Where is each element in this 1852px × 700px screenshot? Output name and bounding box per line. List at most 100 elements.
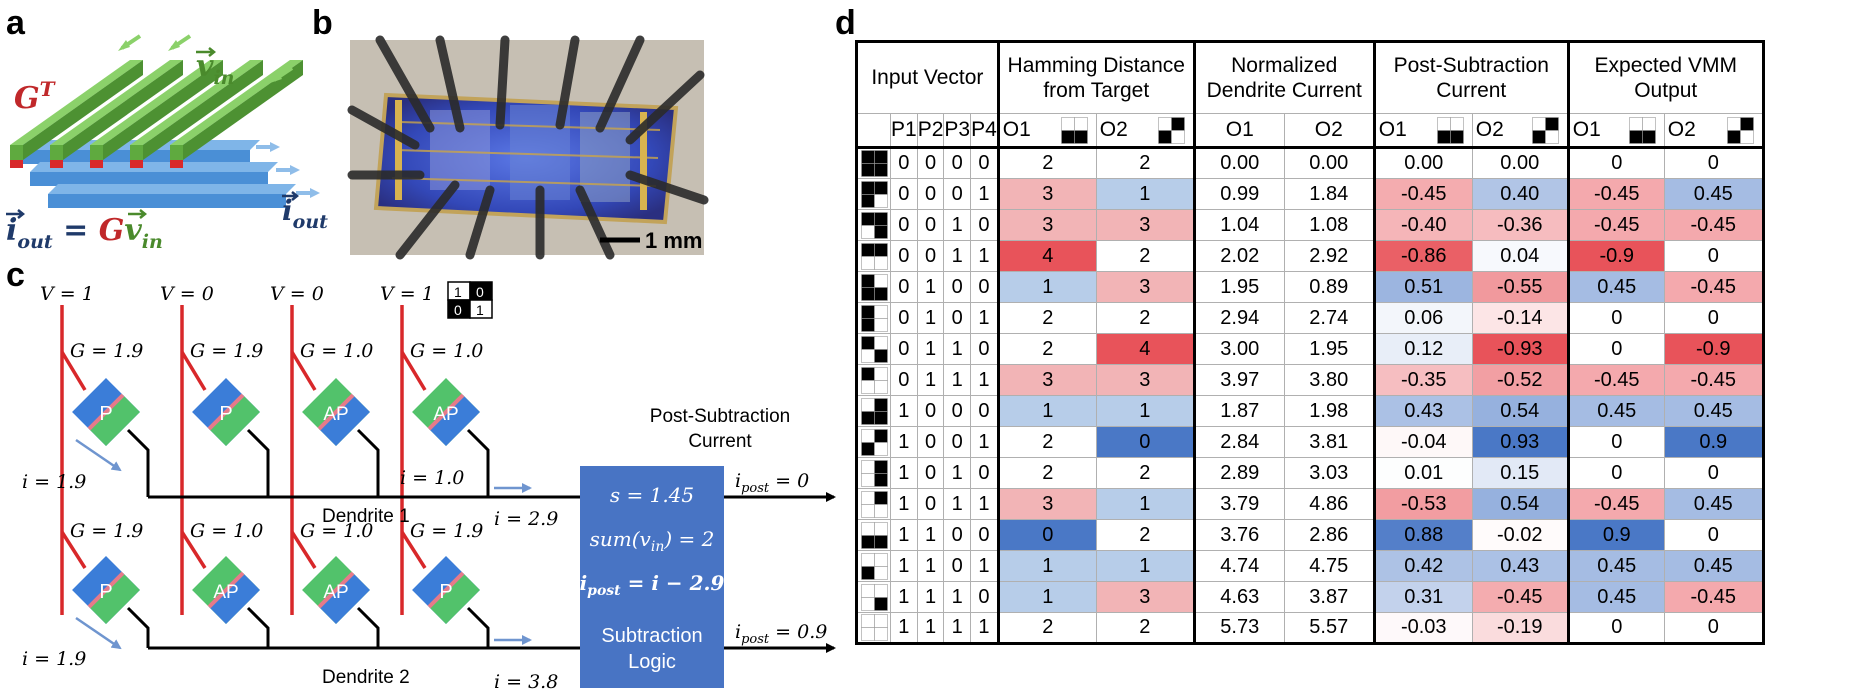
dendrite-current-o2: 4.75 [1283,550,1375,582]
dendrite-current-o2: 1.95 [1283,333,1375,365]
dendrite-current-o1: 1.04 [1192,209,1285,241]
vmm-output-o1: 0.45 [1566,395,1665,427]
input-pattern-icon [860,180,888,208]
device-label-r1c4: AP [433,404,458,425]
bit-p2: 1 [916,364,945,396]
input-pattern-icon [860,273,888,301]
post-subtraction-o1: 0.88 [1372,519,1473,551]
dendrite-current-o2: 1.84 [1283,178,1375,210]
bit-p3: 1 [943,581,972,613]
sub-header-o2: O2 [1283,113,1375,148]
vmm-output-o1: 0.45 [1566,271,1665,303]
bit-p3: 0 [943,426,972,458]
device-label-r1c3: AP [323,404,348,425]
hamming-o1: 1 [996,395,1097,427]
scale-bar-label: 1 mm [645,228,702,253]
panel-label-c: c [6,256,25,294]
hamming-o1: 1 [996,581,1097,613]
bit-p1: 1 [890,519,918,551]
table-row: 1 1 1 1 2 2 5.73 5.57 -0.03 -0.19 0 0 [855,612,1765,645]
post-subtraction-o1: 0.12 [1372,333,1473,365]
output-label-1: ipost = 0 [735,470,809,496]
i-label-mid-1: i = 1.0 [400,467,464,489]
dendrite-current-o2: 1.98 [1283,395,1375,427]
output-label-2: ipost = 0.9 [735,621,827,647]
bit-p2: 0 [916,178,945,210]
vmm-output-o1: 0 [1566,612,1665,645]
device-label-r2c4: P [439,581,452,603]
hamming-o2: 1 [1095,488,1195,520]
hamming-o1: 2 [996,612,1097,645]
input-pattern-icon [860,335,888,363]
bit-p2: 0 [916,488,945,520]
sub-header-o1: O1 [1378,118,1407,141]
input-pattern-icon [860,521,888,549]
current-arrows [75,438,532,650]
g-label-r1c2: G = 1.9 [190,340,263,362]
post-subtraction-o2: -0.14 [1471,302,1569,334]
input-pattern-icon [860,490,888,518]
dendrite-2-label: Dendrite 2 [322,667,410,688]
post-subtraction-o1: -0.35 [1372,364,1473,396]
input-bars [10,60,303,168]
post-subtraction-title-1: Post-Subtraction [650,406,790,427]
sub-header-o2: O2 [1667,118,1696,141]
device-label-r1c1: P [99,403,112,425]
device-label-r1c2: P [219,403,232,425]
bit-p3: 0 [943,271,972,303]
bit-p1: 0 [890,333,918,365]
bit-p3: 1 [943,333,972,365]
hamming-o1: 1 [996,550,1097,582]
vmm-output-o2: 0.45 [1663,395,1765,427]
bit-p1: 0 [890,209,918,241]
input-pattern-icon [860,428,888,456]
bit-p2: 1 [916,519,945,551]
input-pattern-icon [860,366,888,394]
header-hamming-distance: Hamming Distance from Target [996,40,1195,114]
vmm-output-o1: 0 [1566,457,1665,489]
v-label-1: V = 1 [40,283,94,305]
crossbar-illustration: GT vin iout iout = Gvin [6,34,328,253]
hamming-o2: 2 [1095,612,1195,645]
pixel-col-p2: P2 [916,113,945,148]
vin-vector-arrow [196,47,217,57]
table-row: 0 1 0 1 2 2 2.94 2.74 0.06 -0.14 0 0 [855,302,1765,334]
bit-p2: 1 [916,271,945,303]
bit-p1: 0 [890,178,918,210]
input-pattern-icon [860,397,888,425]
hamming-o2: 2 [1095,457,1195,489]
target-pattern-icon: 1 0 0 1 [447,281,493,319]
vmm-output-o1: 0 [1566,302,1665,334]
bit-p1: 1 [890,395,918,427]
vmm-output-o1: 0.45 [1566,550,1665,582]
post-subtraction-title-2: Current [688,431,752,452]
table-row: 0 0 0 1 3 1 0.99 1.84 -0.45 0.40 -0.45 0… [855,178,1765,210]
post-subtraction-o1: -0.53 [1372,488,1473,520]
bit-p4: 0 [970,333,999,365]
dendrite-current-o1: 3.79 [1192,488,1285,520]
dendrite-current-o1: 0.99 [1192,178,1285,210]
bit-p4: 1 [970,364,999,396]
post-subtraction-o2: -0.45 [1471,581,1569,613]
vmm-output-o1: 0 [1566,333,1665,365]
post-subtraction-o2: -0.02 [1471,519,1569,551]
bit-p4: 1 [970,302,999,334]
vmm-output-o1: -0.45 [1566,364,1665,396]
post-subtraction-o2: -0.19 [1471,612,1569,645]
hamming-o2: 0 [1095,426,1195,458]
hamming-o2: 3 [1095,209,1195,241]
device-r1c4 [412,378,480,446]
bit-p2: 0 [916,457,945,489]
output-bars [12,140,296,208]
bit-p1: 0 [890,240,918,272]
box-sum-label: sum(vin) = 2 [590,527,715,555]
vmm-output-o2: 0 [1663,240,1765,272]
o1-pattern-icon [1060,116,1088,144]
bit-p1: 0 [890,271,918,303]
table-row: 0 1 0 0 1 3 1.95 0.89 0.51 -0.55 0.45 -0… [855,271,1765,303]
post-subtraction-o1: -0.40 [1372,209,1473,241]
bit-p2: 0 [916,426,945,458]
header-input-vector: Input Vector [855,40,999,114]
input-pattern-icon [860,614,888,641]
input-pattern-icon [860,211,888,239]
